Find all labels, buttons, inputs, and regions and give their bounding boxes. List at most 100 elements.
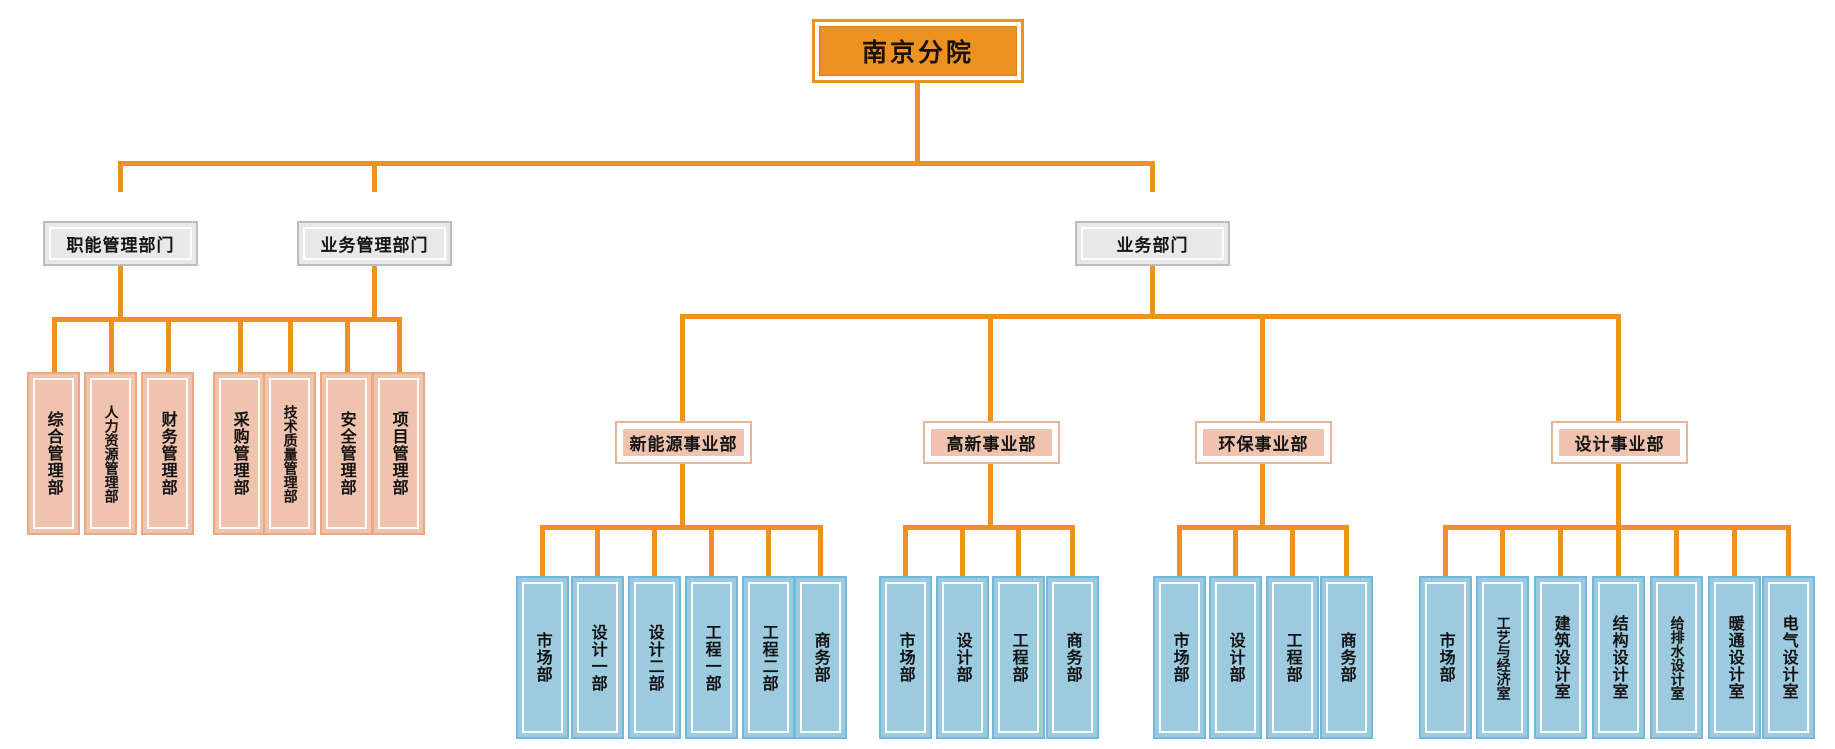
leaf-ht-engineering[interactable]: 工程部	[992, 576, 1045, 739]
connector-drop-ne-1	[540, 525, 545, 578]
node-functional-management-label: 职能管理部门	[49, 227, 192, 260]
node-business-management-label: 业务管理部门	[303, 227, 446, 260]
connector-stem-new-energy	[680, 464, 685, 528]
leaf-label: 设计一部	[588, 623, 608, 692]
leaf-label: 技术质量管理部	[281, 404, 298, 503]
leaf-hr-management[interactable]: 人力资源管理部	[84, 372, 137, 535]
connector-stem-environmental	[1260, 464, 1265, 528]
connector-drop-ht-1	[903, 525, 908, 578]
connector-stem-design	[1616, 464, 1621, 528]
connector-drop-leaf-5	[288, 317, 293, 374]
leaf-ht-design[interactable]: 设计部	[936, 576, 989, 739]
leaf-env-design[interactable]: 设计部	[1209, 576, 1262, 739]
leaf-comprehensive-management[interactable]: 综合管理部	[27, 372, 80, 535]
leaf-finance-management[interactable]: 财务管理部	[141, 372, 194, 535]
leaf-label: 综合管理部	[44, 411, 64, 496]
leaf-label: 工程二部	[759, 623, 779, 692]
node-functional-management[interactable]: 职能管理部门	[43, 221, 198, 266]
connector-drop-ne-2	[595, 525, 600, 578]
leaf-label: 设计二部	[645, 623, 665, 692]
connector-drop-des-1	[1443, 525, 1448, 578]
connector-root-stem	[915, 83, 920, 163]
connector-stem-business-departments	[1150, 266, 1155, 318]
node-root-label: 南京分院	[819, 26, 1017, 76]
leaf-des-plumbing[interactable]: 给排水设计室	[1650, 576, 1703, 739]
connector-drop-leaf-3	[166, 317, 171, 374]
node-division-label: 设计事业部	[1557, 427, 1682, 458]
connector-drop-des-2	[1500, 525, 1505, 578]
connector-bus-environmental	[1177, 525, 1349, 530]
node-division-design[interactable]: 设计事业部	[1551, 421, 1688, 464]
connector-stem-business-management	[372, 266, 377, 322]
node-root-nanjing-branch[interactable]: 南京分院	[812, 19, 1024, 83]
leaf-label: 工程部	[1283, 632, 1303, 683]
leaf-procurement-management[interactable]: 采购管理部	[213, 372, 266, 535]
leaf-tech-quality-management[interactable]: 技术质量管理部	[263, 372, 316, 535]
connector-drop-division-environmental	[1260, 314, 1265, 422]
connector-drop-env-2	[1233, 525, 1238, 578]
leaf-label: 市场部	[896, 632, 916, 683]
leaf-label: 项目管理部	[389, 411, 409, 496]
connector-drop-des-6	[1732, 525, 1737, 578]
leaf-ne-commerce[interactable]: 商务部	[794, 576, 847, 739]
connector-drop-leaf-2	[109, 317, 114, 374]
leaf-label: 市场部	[1436, 632, 1456, 683]
leaf-des-process-economics[interactable]: 工艺与经济室	[1476, 576, 1529, 739]
connector-drop-business-management	[372, 161, 377, 192]
leaf-label: 安全管理部	[337, 411, 357, 496]
leaf-ne-engineering-1[interactable]: 工程一部	[685, 576, 738, 739]
connector-stem-functional-management	[118, 266, 123, 322]
connector-drop-ht-4	[1070, 525, 1075, 578]
leaf-label: 商务部	[811, 632, 831, 683]
connector-drop-leaf-7	[397, 317, 402, 374]
connector-drop-des-5	[1674, 525, 1679, 578]
node-business-departments[interactable]: 业务部门	[1075, 221, 1230, 266]
leaf-env-market[interactable]: 市场部	[1153, 576, 1206, 739]
connector-drop-ht-2	[960, 525, 965, 578]
leaf-env-commerce[interactable]: 商务部	[1320, 576, 1373, 739]
leaf-label: 设计部	[953, 632, 973, 683]
connector-drop-des-7	[1786, 525, 1791, 578]
leaf-safety-management[interactable]: 安全管理部	[320, 372, 373, 535]
connector-left-leaf-bus	[52, 317, 402, 322]
leaf-project-management[interactable]: 项目管理部	[372, 372, 425, 535]
leaf-label: 市场部	[533, 632, 553, 683]
leaf-label: 工程部	[1009, 632, 1029, 683]
leaf-des-market[interactable]: 市场部	[1419, 576, 1472, 739]
leaf-ht-commerce[interactable]: 商务部	[1046, 576, 1099, 739]
node-division-label: 新能源事业部	[621, 427, 746, 458]
leaf-label: 工程一部	[702, 623, 722, 692]
leaf-label: 建筑设计室	[1551, 615, 1571, 700]
connector-drop-leaf-6	[345, 317, 350, 374]
leaf-env-engineering[interactable]: 工程部	[1266, 576, 1319, 739]
node-division-new-energy[interactable]: 新能源事业部	[615, 421, 752, 464]
node-division-high-tech[interactable]: 高新事业部	[923, 421, 1060, 464]
connector-drop-division-high-tech	[988, 314, 993, 422]
leaf-des-hvac[interactable]: 暖通设计室	[1708, 576, 1761, 739]
connector-bus-new-energy	[540, 525, 823, 530]
leaf-label: 暖通设计室	[1725, 615, 1745, 700]
connector-drop-division-new-energy	[680, 314, 685, 422]
connector-drop-ht-3	[1016, 525, 1021, 578]
leaf-ne-engineering-2[interactable]: 工程二部	[742, 576, 795, 739]
node-business-management[interactable]: 业务管理部门	[297, 221, 452, 266]
connector-drop-ne-6	[818, 525, 823, 578]
connector-stem-high-tech	[988, 464, 993, 528]
leaf-des-architecture[interactable]: 建筑设计室	[1534, 576, 1587, 739]
connector-drop-des-4	[1616, 525, 1621, 578]
leaf-label: 财务管理部	[158, 411, 178, 496]
leaf-ht-market[interactable]: 市场部	[879, 576, 932, 739]
connector-bus-high-tech	[903, 525, 1075, 530]
leaf-des-structure[interactable]: 结构设计室	[1592, 576, 1645, 739]
leaf-ne-market[interactable]: 市场部	[516, 576, 569, 739]
leaf-ne-design-2[interactable]: 设计二部	[628, 576, 681, 739]
leaf-label: 给排水设计室	[1668, 615, 1685, 700]
leaf-label: 结构设计室	[1609, 615, 1629, 700]
node-division-environmental[interactable]: 环保事业部	[1195, 421, 1332, 464]
connector-drop-business-departments	[1150, 161, 1155, 192]
leaf-des-electrical[interactable]: 电气设计室	[1762, 576, 1815, 739]
connector-drop-env-4	[1344, 525, 1349, 578]
leaf-label: 市场部	[1170, 632, 1190, 683]
leaf-ne-design-1[interactable]: 设计一部	[571, 576, 624, 739]
connector-drop-env-3	[1290, 525, 1295, 578]
